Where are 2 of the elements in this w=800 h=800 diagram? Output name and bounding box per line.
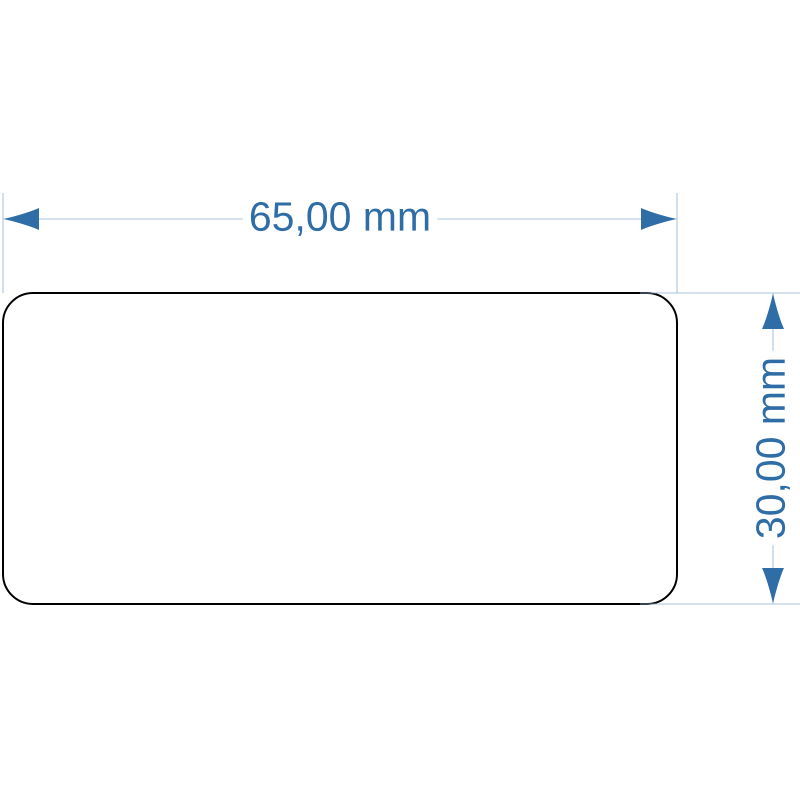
dimension-label: 65,00 mm bbox=[242, 196, 438, 242]
dimension-label: 30,00 mm bbox=[750, 350, 796, 546]
